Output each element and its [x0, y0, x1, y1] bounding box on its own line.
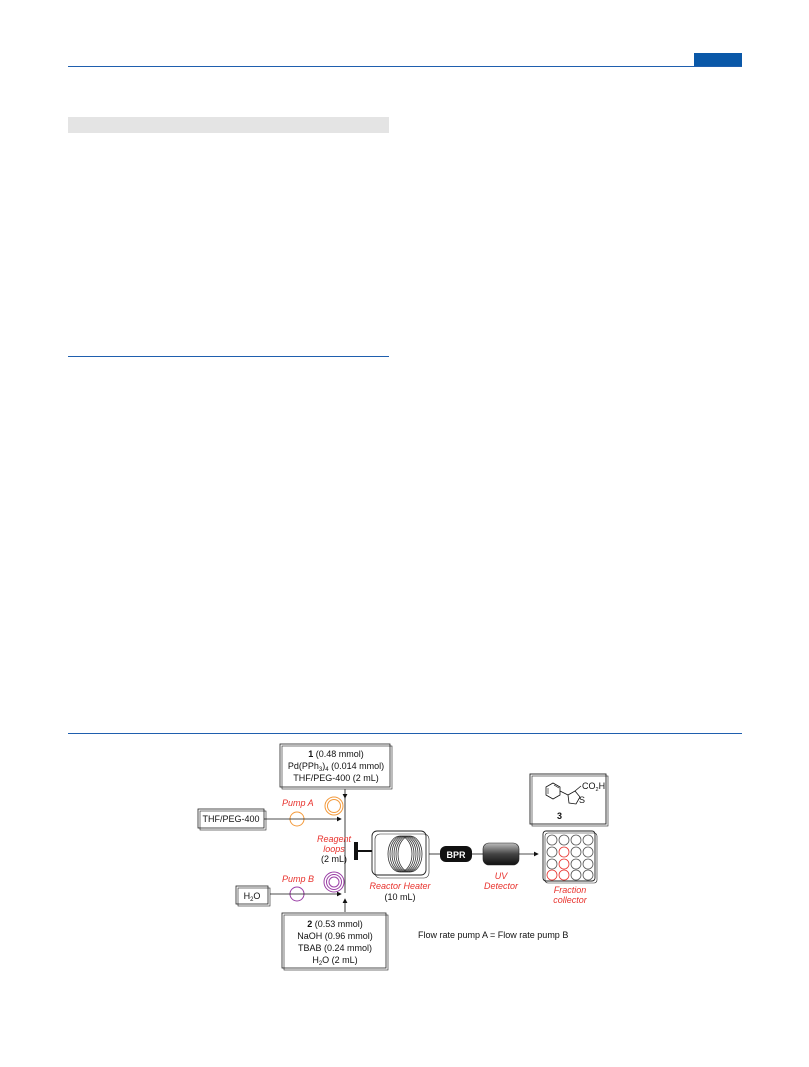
- reagent-box-bottom: 2 (0.53 mmol) NaOH (0.96 mmol) TBAB (0.2…: [281, 912, 389, 971]
- phenyl-ring: [545, 782, 561, 800]
- uv-label-2: Detector: [484, 881, 519, 891]
- header-rule: [68, 66, 742, 67]
- flow-rate-note: Flow rate pump A = Flow rate pump B: [418, 930, 568, 940]
- solvent-box-b: H2O: [235, 885, 271, 907]
- pump-a-label: Pump A: [282, 798, 314, 808]
- section-rule: [68, 356, 389, 357]
- svg-text:THF/PEG-400: THF/PEG-400: [202, 814, 259, 824]
- reagent-loops-volume: (2 mL): [321, 854, 347, 864]
- loop-a-icon: [324, 796, 344, 816]
- bottom-box-line4: H2O (2 mL): [312, 955, 357, 967]
- pump-b-label: Pump B: [282, 874, 314, 884]
- solvent-box-a: THF/PEG-400: [197, 808, 267, 831]
- fraction-label: Fraction: [554, 885, 587, 895]
- reagent-loops-label: Reagent: [317, 834, 352, 844]
- svg-text:BPR: BPR: [446, 850, 466, 860]
- top-box-line3: THF/PEG-400 (2 mL): [293, 773, 379, 783]
- svg-text:S: S: [579, 795, 585, 805]
- uv-label: UV: [495, 871, 508, 881]
- fraction-collector: [542, 830, 598, 884]
- bottom-box-line2: NaOH (0.96 mmol): [297, 931, 373, 941]
- reagent-box-top: 1 (0.48 mmol) Pd(PPh3)4 (0.014 mmol) THF…: [279, 743, 393, 790]
- svg-text:H2O: H2O: [244, 891, 261, 903]
- fraction-label-2: collector: [553, 895, 588, 905]
- svg-text:CO2H: CO2H: [582, 781, 605, 793]
- figure-rule: [68, 733, 742, 734]
- reactor-heater: [371, 830, 430, 879]
- product-box: CO2H S 3: [529, 773, 609, 827]
- redacted-text-bar: [68, 117, 389, 133]
- bpr-unit: BPR: [440, 846, 472, 862]
- bottom-box-line3: TBAB (0.24 mmol): [298, 943, 372, 953]
- uv-detector: [482, 842, 520, 866]
- t-mixer: [354, 842, 358, 860]
- bottom-box-line1: 2 (0.53 mmol): [307, 919, 363, 929]
- product-number: 3: [557, 811, 562, 821]
- top-box-line2: Pd(PPh3)4 (0.014 mmol): [288, 761, 384, 773]
- loop-b-icon: [323, 871, 345, 893]
- reactor-label: Reactor Heater: [369, 881, 431, 891]
- reactor-volume: (10 mL): [384, 892, 415, 902]
- thiophene-ring: [567, 790, 581, 805]
- reagent-loops-label-2: loops: [323, 844, 345, 854]
- header-tab: [694, 53, 742, 66]
- top-box-line1: 1 (0.48 mmol): [308, 749, 364, 759]
